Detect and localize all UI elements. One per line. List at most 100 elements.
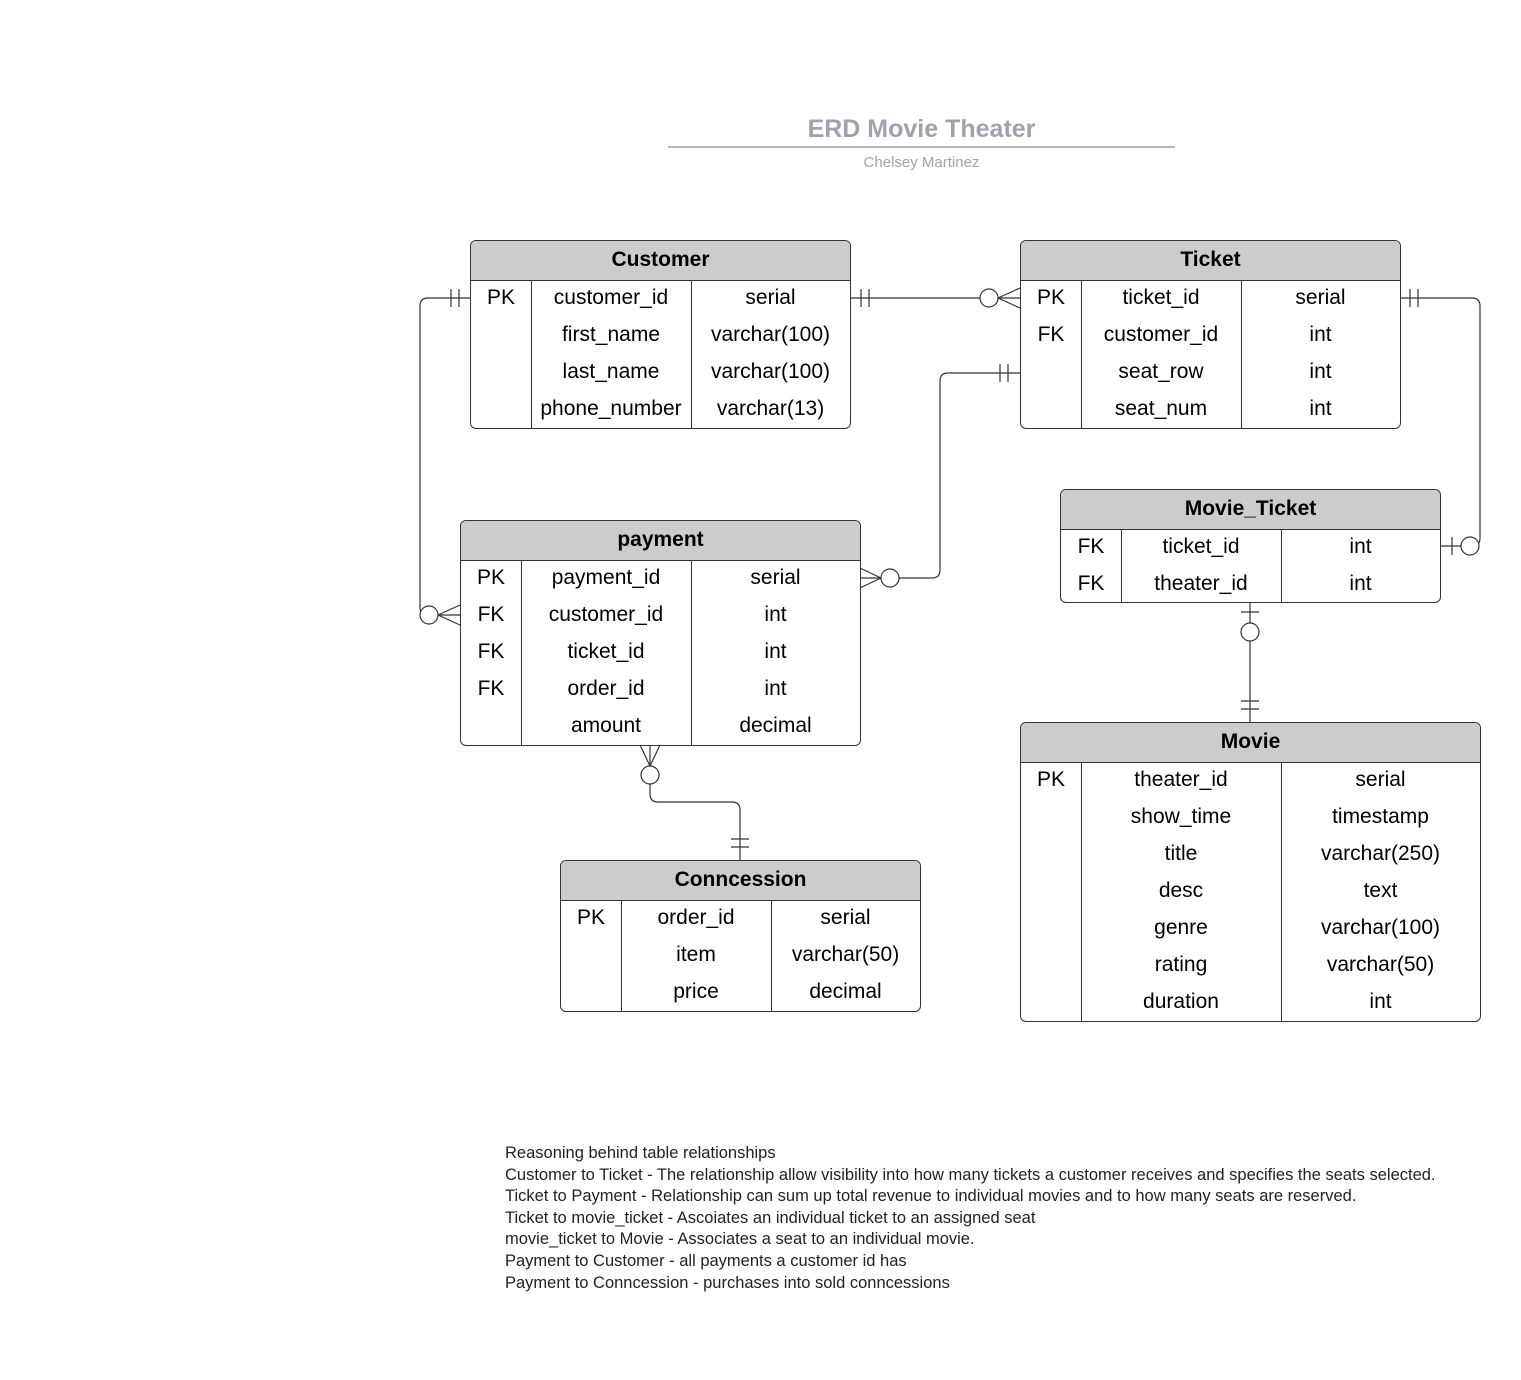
entity-row: FK customer_id int xyxy=(461,598,860,635)
field-cell: ticket_id xyxy=(1122,286,1200,309)
type-cell: int xyxy=(1349,535,1372,558)
entity-row: FK customer_id int xyxy=(1021,318,1400,355)
field-cell: order_id xyxy=(657,906,735,929)
key-cell: PK xyxy=(1036,286,1065,309)
entity-row: title varchar(250) xyxy=(1021,837,1480,874)
entity-title: Customer xyxy=(471,241,850,281)
diagram-author: Chelsey Martinez xyxy=(863,154,980,171)
entity-row: price decimal xyxy=(561,975,920,1011)
key-cell: FK xyxy=(477,677,505,700)
field-cell: customer_id xyxy=(1103,323,1219,346)
key-cell xyxy=(1021,392,1081,428)
note-line: Customer to Ticket - The relationship al… xyxy=(505,1165,1436,1184)
field-cell: payment_id xyxy=(551,566,661,589)
field-cell: show_time xyxy=(1130,805,1232,828)
type-cell: int xyxy=(1309,397,1332,420)
entity-row: desc text xyxy=(1021,874,1480,911)
type-cell: serial xyxy=(745,286,796,309)
entity-row: duration int xyxy=(1021,985,1480,1021)
key-cell xyxy=(1021,355,1081,392)
diagram-title: ERD Movie Theater xyxy=(807,115,1036,143)
type-cell: int xyxy=(1309,360,1332,383)
rel-customer-payment xyxy=(419,289,470,626)
entity-movie-ticket: Movie_Ticket FK ticket_id int FK theater… xyxy=(1060,489,1441,603)
key-cell xyxy=(461,709,521,745)
key-cell: PK xyxy=(1036,768,1065,791)
field-cell: seat_num xyxy=(1114,397,1208,420)
note-line: Payment to Conncession - purchases into … xyxy=(505,1273,950,1292)
rel-customer-ticket xyxy=(850,287,1021,309)
type-cell: int xyxy=(764,677,787,700)
entity-row: amount decimal xyxy=(461,709,860,745)
key-cell: PK xyxy=(576,906,605,929)
type-cell: decimal xyxy=(739,714,812,737)
field-cell: theater_id xyxy=(1134,768,1228,791)
field-cell: theater_id xyxy=(1154,572,1248,595)
type-cell: varchar(100) xyxy=(710,360,831,383)
entity-row: last_name varchar(100) xyxy=(471,355,850,392)
entity-row: first_name varchar(100) xyxy=(471,318,850,355)
field-cell: ticket_id xyxy=(567,640,645,663)
entity-row: PK ticket_id serial xyxy=(1021,281,1400,318)
type-cell: varchar(100) xyxy=(1320,916,1441,939)
key-cell xyxy=(1021,837,1081,874)
entity-title: Ticket xyxy=(1021,241,1400,281)
type-cell: varchar(250) xyxy=(1320,842,1441,865)
key-cell xyxy=(1021,985,1081,1021)
entity-conncession: Conncession PK order_id serial item varc… xyxy=(560,860,921,1012)
type-cell: int xyxy=(1309,323,1332,346)
field-cell: ticket_id xyxy=(1162,535,1240,558)
field-cell: customer_id xyxy=(553,286,669,309)
notes-heading: Reasoning behind table relationships xyxy=(505,1144,776,1162)
field-cell: order_id xyxy=(567,677,645,700)
field-cell: price xyxy=(673,980,719,1003)
type-cell: serial xyxy=(750,566,801,589)
type-cell: serial xyxy=(820,906,871,929)
type-cell: varchar(50) xyxy=(791,943,900,966)
entity-row: FK theater_id int xyxy=(1061,567,1440,602)
type-cell: int xyxy=(764,603,787,626)
key-cell xyxy=(561,975,621,1011)
type-cell: varchar(100) xyxy=(710,323,831,346)
key-cell: PK xyxy=(476,566,505,589)
type-cell: int xyxy=(1369,990,1392,1013)
type-cell: timestamp xyxy=(1332,805,1429,828)
key-cell: FK xyxy=(1077,535,1105,558)
rel-movie-movie-ticket xyxy=(1240,602,1260,722)
entity-row: FK ticket_id int xyxy=(1061,530,1440,567)
field-cell: phone_number xyxy=(540,397,682,420)
key-cell xyxy=(1021,911,1081,948)
key-cell xyxy=(1021,800,1081,837)
field-cell: first_name xyxy=(561,323,661,346)
entity-row: show_time timestamp xyxy=(1021,800,1480,837)
entity-row: rating varchar(50) xyxy=(1021,948,1480,985)
field-cell: last_name xyxy=(562,360,660,383)
key-cell: PK xyxy=(486,286,515,309)
field-cell: customer_id xyxy=(548,603,664,626)
type-cell: int xyxy=(1349,572,1372,595)
entity-ticket: Ticket PK ticket_id serial FK customer_i… xyxy=(1020,240,1401,429)
note-line: Payment to Customer - all payments a cus… xyxy=(505,1251,907,1270)
entity-row: PK customer_id serial xyxy=(471,281,850,318)
key-cell: FK xyxy=(477,603,505,626)
rel-ticket-movie-ticket xyxy=(1400,289,1481,556)
field-cell: genre xyxy=(1154,916,1208,939)
type-cell: decimal xyxy=(809,980,882,1003)
rel-conncession-payment xyxy=(639,744,749,860)
type-cell: int xyxy=(764,640,787,663)
field-cell: title xyxy=(1164,842,1198,865)
key-cell: FK xyxy=(477,640,505,663)
entity-title: Movie_Ticket xyxy=(1061,490,1440,530)
field-cell: item xyxy=(676,943,716,966)
entity-row: PK order_id serial xyxy=(561,901,920,938)
entity-movie: Movie PK theater_id serial show_time tim… xyxy=(1020,722,1481,1022)
key-cell xyxy=(471,355,531,392)
field-cell: amount xyxy=(570,714,642,737)
type-cell: serial xyxy=(1295,286,1346,309)
entity-row: item varchar(50) xyxy=(561,938,920,975)
diagram-title-block: ERD Movie Theater Chelsey Martinez xyxy=(668,112,1175,171)
entity-row: phone_number varchar(13) xyxy=(471,392,850,428)
note-line: Ticket to Payment - Relationship can sum… xyxy=(505,1187,1357,1206)
entity-row: genre varchar(100) xyxy=(1021,911,1480,948)
